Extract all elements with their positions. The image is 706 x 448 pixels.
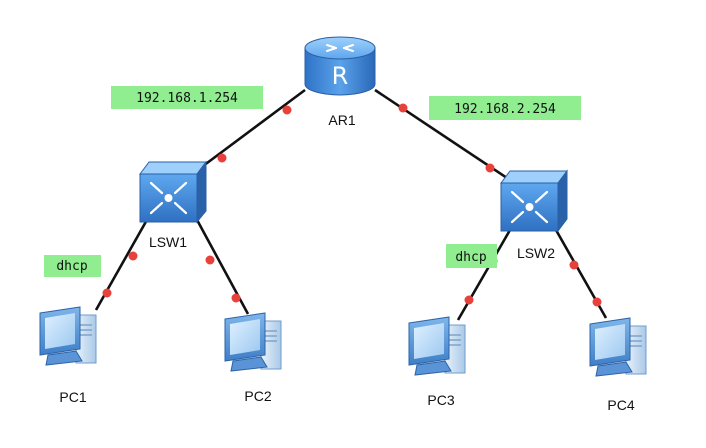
port-dot (485, 163, 495, 173)
pc-icon (589, 317, 647, 377)
dhcp-label-right: dhcp (455, 250, 486, 265)
gateway-tag-right: 192.168.2.254 (429, 96, 581, 120)
port-dot (102, 288, 112, 298)
port-dot (231, 293, 241, 303)
switch-icon (139, 160, 207, 224)
port-dot (205, 255, 215, 265)
link-ar1-lsw1 (194, 88, 306, 174)
switch-label-lsw1: LSW1 (149, 234, 187, 250)
svg-text:R: R (332, 62, 349, 90)
links (94, 88, 608, 321)
switch-lsw1[interactable]: LSW1 (139, 160, 207, 250)
dhcp-label-left: dhcp (56, 259, 87, 274)
port-dot (592, 297, 602, 307)
dhcp-tag-left: dhcp (44, 255, 101, 277)
switch-lsw2[interactable]: LSW2 (500, 169, 568, 261)
router-icon: R (304, 36, 376, 96)
pc-label-4: PC4 (607, 397, 634, 413)
port-dot (398, 103, 408, 113)
pc-icon (408, 316, 466, 376)
pc-icon (39, 306, 97, 366)
port-dot (217, 153, 227, 163)
port-dot (128, 251, 138, 261)
pc-label-1: PC1 (59, 389, 86, 405)
gateway-tag-left: 192.168.1.254 (111, 86, 263, 109)
dhcp-tag-right: dhcp (446, 244, 497, 268)
pc-1[interactable]: PC1 (39, 306, 97, 405)
pc-3[interactable]: PC3 (408, 316, 466, 408)
pc-label-2: PC2 (244, 388, 271, 404)
router-ar1[interactable]: R AR1 (304, 36, 376, 128)
link-lsw1-pc1 (94, 217, 150, 311)
link-lsw2-pc3 (456, 229, 512, 321)
gateway-ip-right: 192.168.2.254 (454, 102, 556, 117)
port-dot (464, 295, 474, 305)
router-label: AR1 (328, 112, 355, 128)
pc-icon (224, 312, 282, 372)
port-dot (569, 260, 579, 270)
pc-4[interactable]: PC4 (589, 317, 647, 413)
pc-label-3: PC3 (427, 392, 454, 408)
pc-2[interactable]: PC2 (224, 312, 282, 404)
port-dot (282, 105, 292, 115)
switch-label-lsw2: LSW2 (517, 245, 555, 261)
switch-icon (500, 169, 568, 233)
port-markers (102, 103, 602, 307)
gateway-ip-left: 192.168.1.254 (136, 91, 238, 106)
